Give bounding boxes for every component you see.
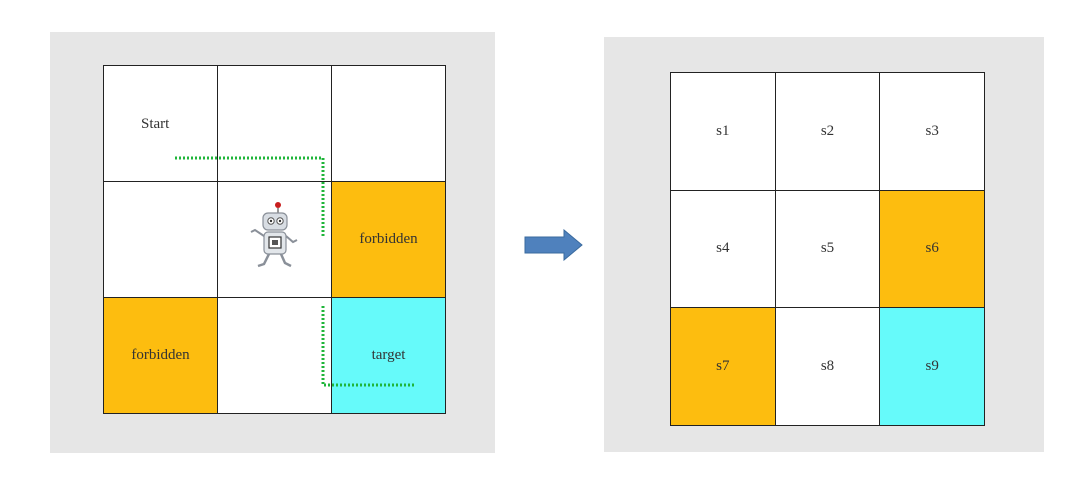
state-cell-s2: s2	[775, 73, 880, 190]
state-cell-s5: s5	[775, 190, 880, 308]
state-cell-s8: s8	[775, 308, 880, 425]
state-cell-s4: s4	[671, 190, 775, 308]
state-label: s1	[716, 122, 730, 139]
right-grid-states: s1 s2 s3 s4 s5 s6 s7 s8 s9	[670, 72, 985, 426]
state-label: s5	[820, 240, 835, 257]
target-label: target	[371, 347, 406, 363]
forbidden-label: forbidden	[359, 231, 418, 247]
left-cell-forbidden-2: forbidden	[104, 298, 217, 413]
state-cell-s7: s7	[671, 308, 775, 425]
state-cell-s1: s1	[671, 73, 775, 190]
state-cell-s3: s3	[880, 73, 984, 190]
left-cell-forbidden-1: forbidden	[332, 182, 445, 297]
left-grid-panel: Start forbidden	[50, 32, 495, 453]
right-arrow-icon	[524, 229, 583, 261]
state-cell-s6: s6	[880, 190, 984, 308]
start-label: Start	[141, 116, 170, 132]
left-grid-world: Start forbidden	[103, 65, 446, 414]
left-cell-2	[218, 66, 331, 181]
left-cell-4	[104, 182, 217, 297]
forbidden-label: forbidden	[131, 347, 190, 363]
state-label: s4	[716, 240, 730, 257]
left-cell-target: target	[332, 298, 445, 413]
state-label: s9	[925, 358, 939, 375]
right-grid-panel: s1 s2 s3 s4 s5 s6 s7 s8 s9	[604, 37, 1044, 452]
left-cell-8	[218, 298, 331, 413]
state-label: s7	[716, 358, 730, 375]
state-label: s8	[820, 358, 835, 375]
state-cell-s9: s9	[880, 308, 984, 425]
left-cell-start: Start	[104, 66, 217, 181]
left-cell-robot	[218, 182, 331, 297]
left-cell-3	[332, 66, 445, 181]
state-label: s2	[820, 122, 835, 139]
state-label: s3	[925, 122, 939, 139]
state-label: s6	[925, 240, 939, 257]
robot-icon	[250, 202, 298, 268]
